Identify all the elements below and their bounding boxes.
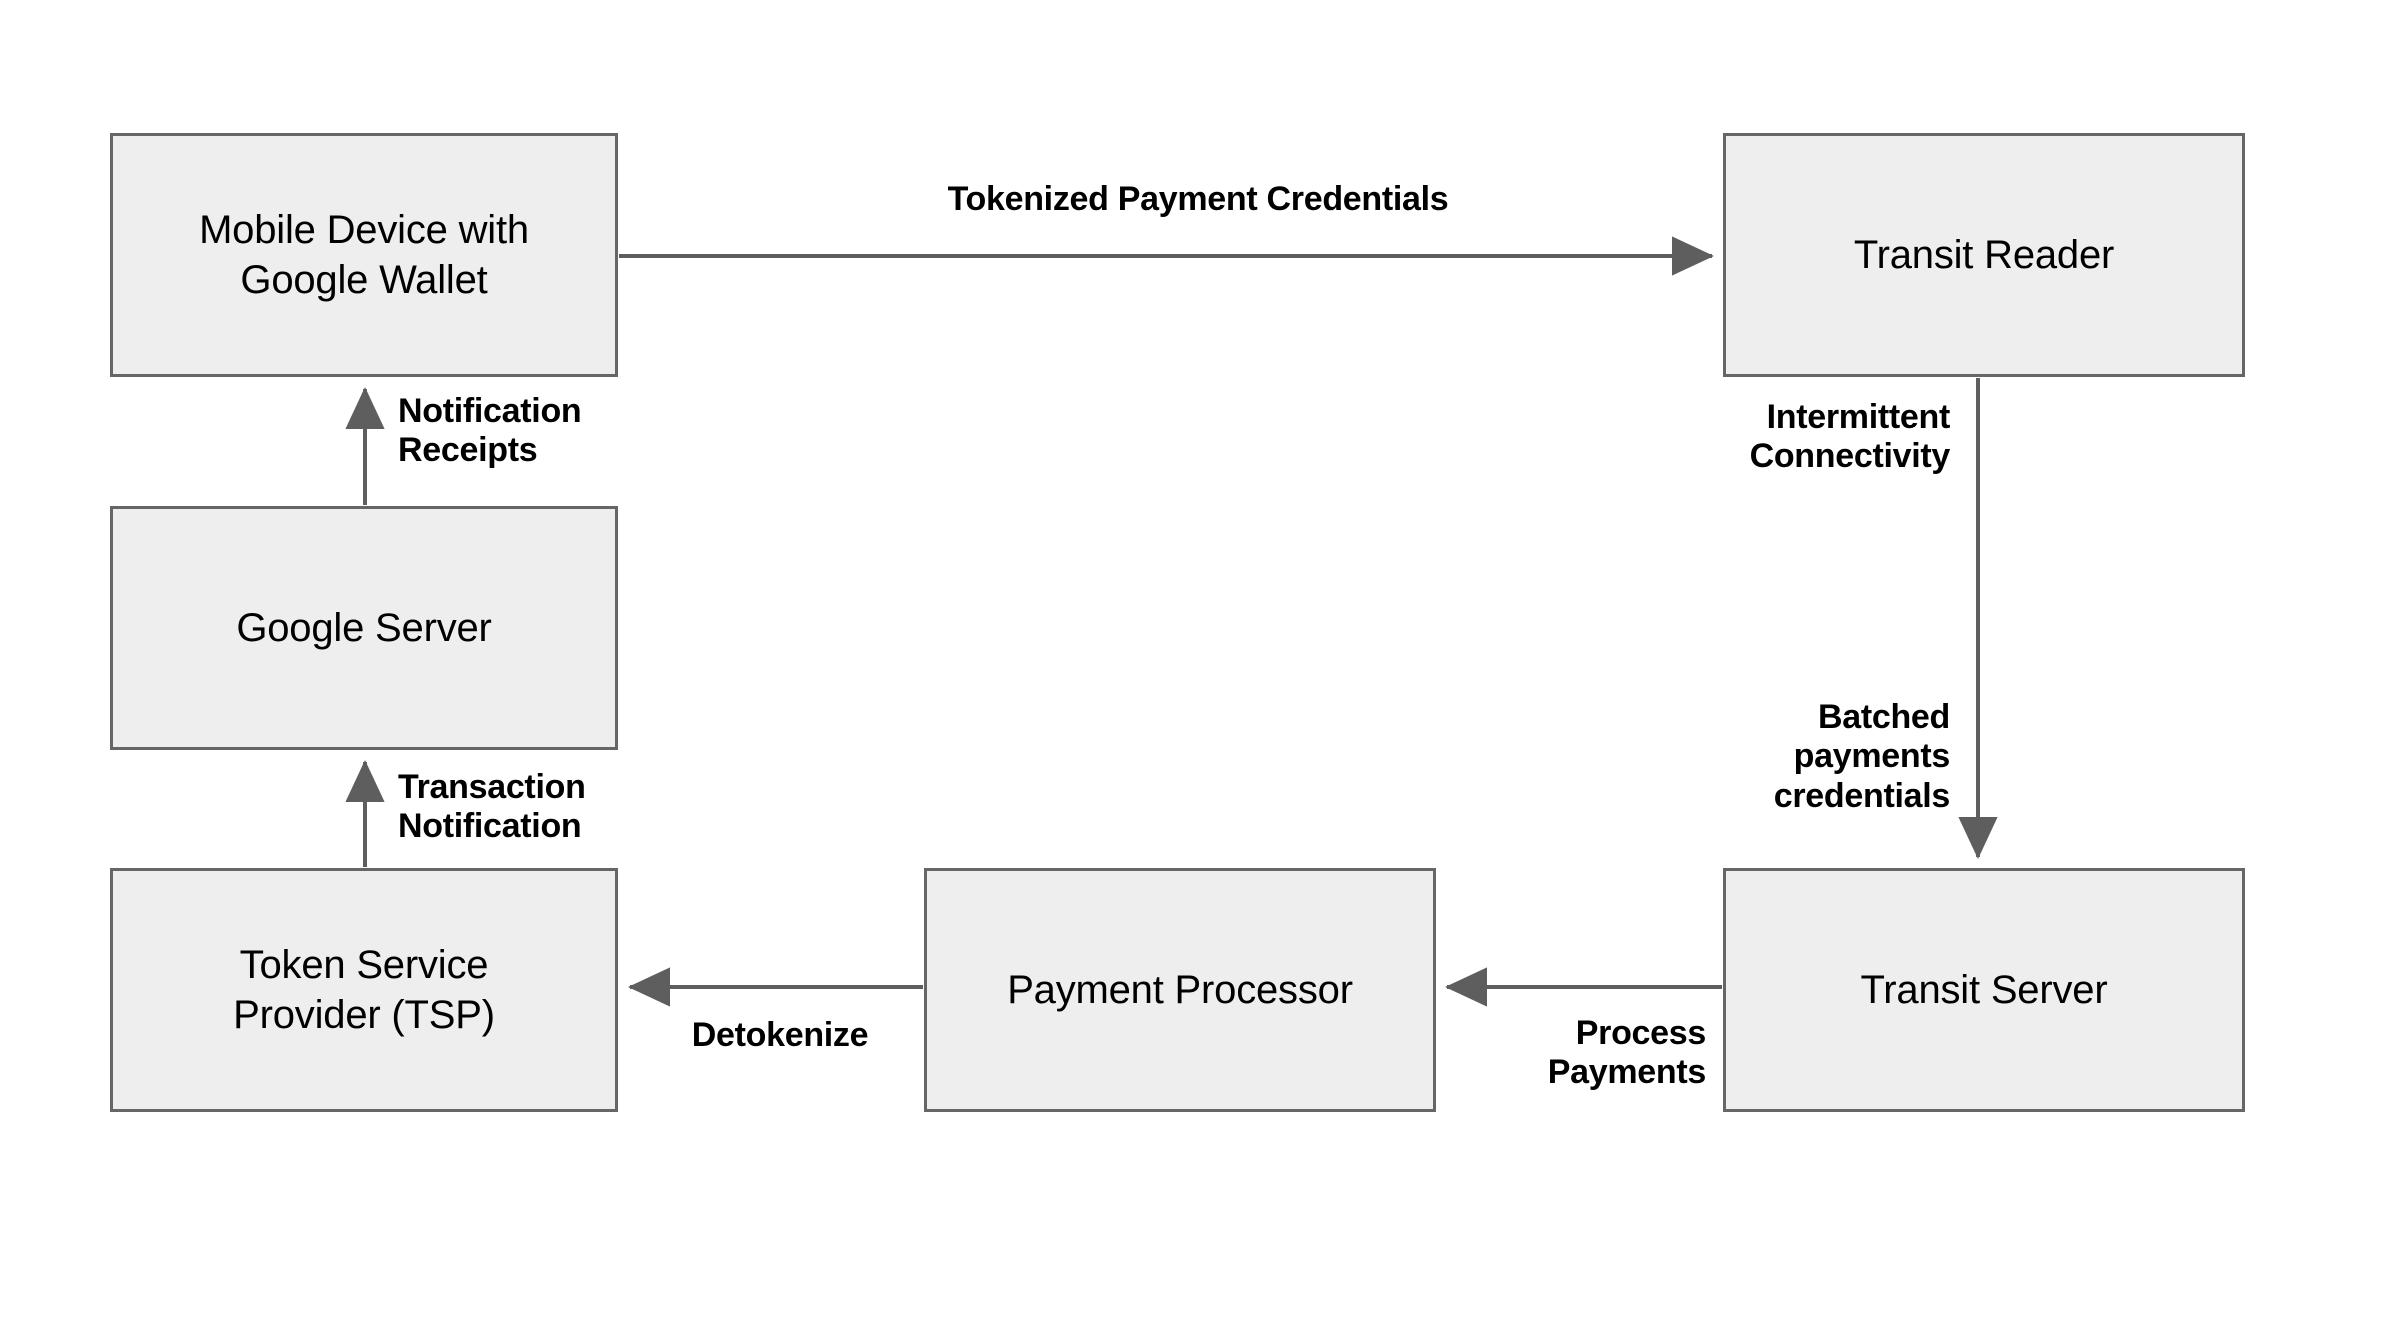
edge-label-intermittent-connectivity: Intermittent Connectivity — [1749, 398, 1951, 476]
node-token-service-provider[interactable]: Token Service Provider (TSP) — [110, 868, 618, 1112]
node-mobile-device[interactable]: Mobile Device with Google Wallet — [110, 133, 618, 377]
node-google-server-label: Google Server — [236, 605, 492, 650]
node-payment-processor[interactable]: Payment Processor — [924, 868, 1436, 1112]
edge-label-tokenized-payment-credentials: Tokenized Payment Credentials — [947, 180, 1449, 218]
edge-label-detokenize: Detokenize — [691, 1016, 869, 1054]
node-transit-reader[interactable]: Transit Reader — [1723, 133, 2245, 377]
node-payment-processor-label: Payment Processor — [1007, 967, 1353, 1012]
node-google-server[interactable]: Google Server — [110, 506, 618, 750]
edge-label-transaction-notification: Transaction Notification — [398, 768, 586, 846]
node-mobile-device-label: Mobile Device with Google Wallet — [199, 207, 529, 302]
node-token-service-provider-label: Token Service Provider (TSP) — [233, 942, 495, 1037]
node-transit-server[interactable]: Transit Server — [1723, 868, 2245, 1112]
edge-label-notification-receipts: Notification Receipts — [398, 392, 582, 470]
edge-label-batched-payments-credentials: Batched payments credentials — [1773, 698, 1951, 815]
edge-label-process-payments: Process Payments — [1547, 1014, 1707, 1092]
node-transit-reader-label: Transit Reader — [1853, 232, 2115, 277]
node-transit-server-label: Transit Server — [1860, 967, 2108, 1012]
